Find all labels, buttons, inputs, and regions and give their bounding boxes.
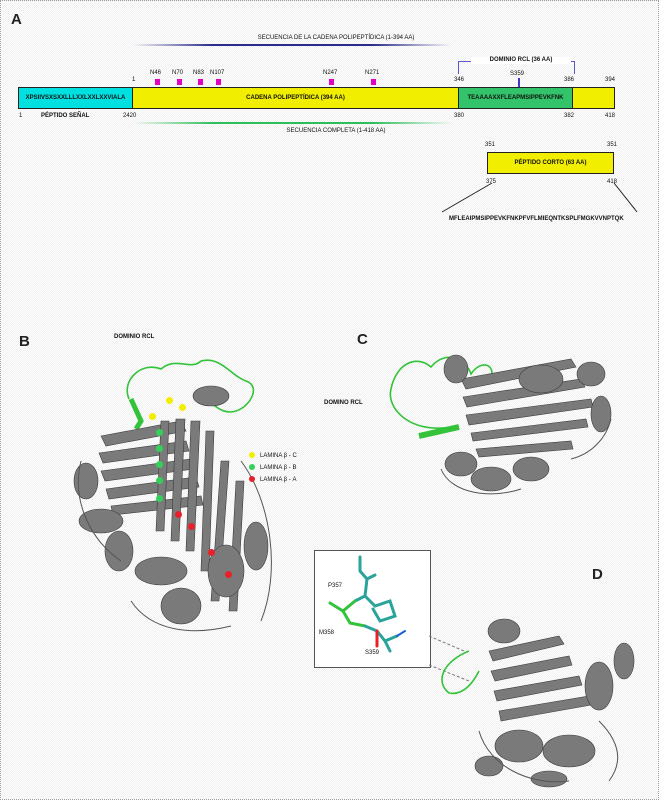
short-peptide-sequence: MFLEAIPMSIPPEVKFNKPFVFLMIEQNTKSPLFMGKVVN…	[449, 216, 624, 222]
sheet-a-residue	[225, 571, 232, 578]
pos-top-1: 1	[132, 77, 136, 83]
signal-peptide-label: PÉPTIDO SEÑAL	[41, 113, 90, 119]
panel-letter-d: D	[592, 566, 603, 583]
glyco-marker-n83	[198, 79, 203, 85]
sheet-c-residue	[166, 397, 173, 404]
glyco-label-n107: N107	[210, 70, 225, 76]
short-peptide-box: PÉPTIDO CORTO (63 AA)	[487, 152, 614, 174]
complete-sequence-footer: SECUENCIA COMPLETA (1-418 AA)	[286, 128, 386, 134]
s359-label: S359	[510, 71, 525, 77]
panel-d-protein-structure	[429, 618, 635, 788]
pos-top-346: 346	[454, 77, 465, 83]
sheet-a-residue	[188, 523, 195, 530]
sheet-c-residue	[179, 404, 186, 411]
rcl-sequence: TEAAAAXXFLEAPMSIPPEVKFNK	[467, 95, 564, 101]
residue-label-p357: P357	[328, 583, 343, 589]
glyco-marker-n247	[329, 79, 334, 85]
c-terminal-segment	[572, 87, 615, 109]
s359-marker	[518, 78, 520, 88]
polypeptide-chain-segment: CADENA POLIPEPTÍDICA (394 AA)	[132, 87, 459, 109]
sheet-b-residue	[156, 495, 163, 502]
legend-item-sheet-a: LAMINA β - A	[249, 474, 297, 486]
sheet-c-residue	[149, 413, 156, 420]
sheet-b-residue	[156, 477, 163, 484]
pos-bot-1: 1	[19, 113, 23, 119]
signal-peptide-sequence: XPSIIVSXSXXLLLXXLXXLXXVIALA	[25, 95, 126, 101]
residue-label-s359: S359	[365, 650, 380, 656]
legend-label-sheet-a: LAMINA β - A	[260, 477, 297, 483]
glyco-label-n46: N46	[150, 70, 162, 76]
pos-bot-418: 418	[605, 113, 616, 119]
short-peptide-pos-top-left: 351	[485, 142, 496, 148]
legend-swatch-sheet-b	[249, 464, 255, 471]
panel-c-rcl-title: DOMINO RCL	[324, 400, 363, 406]
sheet-b-residue	[156, 429, 163, 436]
pos-top-386: 386	[564, 77, 575, 83]
pos-bot-2420: 2420	[123, 113, 137, 119]
short-peptide-pos-bot-right: 418	[607, 179, 618, 185]
legend-swatch-sheet-c	[249, 452, 255, 459]
complete-sequence-bracket	[133, 122, 453, 124]
panel-letter-a: A	[11, 11, 22, 28]
rcl-domain-label: DOMINIO RCL (36 AA)	[471, 57, 571, 64]
glyco-marker-n46	[155, 79, 160, 85]
chain-sequence-header: SECUENCIA DE LA CADENA POLIPEPTÍDICA (1-…	[257, 35, 415, 41]
short-peptide-pos-bot-left: 375	[486, 179, 497, 185]
legend-item-sheet-c: LAMINA β - C	[249, 450, 297, 462]
legend-item-sheet-b: LAMINA β - B	[249, 462, 297, 474]
residue-label-m358: M358	[319, 630, 335, 636]
panel-b-rcl-title: DOMINIO RCL	[114, 334, 155, 340]
short-peptide-label: PÉPTIDO CORTO (63 AA)	[514, 160, 587, 166]
glyco-marker-n107	[216, 79, 221, 85]
legend-label-sheet-c: LAMINA β - C	[260, 453, 297, 459]
short-peptide-pos-top-right: 351	[607, 142, 618, 148]
sheet-b-residue	[156, 445, 163, 452]
panel-c-protein-structure	[389, 354, 612, 495]
glyco-label-n247: N247	[323, 70, 338, 76]
pos-bot-382: 382	[564, 113, 575, 119]
rcl-segment: TEAAAAXXFLEAPMSIPPEVKFNK	[458, 87, 573, 109]
glyco-marker-n271	[371, 79, 376, 85]
pos-top-394: 394	[605, 77, 616, 83]
chain-sequence-bracket	[133, 44, 451, 46]
panel-b-legend: LAMINA β - C LAMINA β - B LAMINA β - A	[249, 450, 297, 486]
panel-letter-b: B	[19, 333, 30, 350]
signal-peptide-segment: XPSIIVSXSXXLLLXXLXXLXXVIALA	[18, 87, 133, 109]
glyco-label-n83: N83	[193, 70, 205, 76]
legend-swatch-sheet-a	[249, 476, 255, 483]
sheet-a-residue	[175, 511, 182, 518]
panel-letter-c: C	[357, 331, 368, 348]
polypeptide-chain-label: CADENA POLIPEPTÍDICA (394 AA)	[246, 95, 345, 101]
sheet-a-residue	[208, 549, 215, 556]
glyco-label-n70: N70	[172, 70, 184, 76]
panel-d-residue-sticks	[328, 555, 406, 653]
legend-label-sheet-b: LAMINA β - B	[260, 465, 297, 471]
glyco-marker-n70	[177, 79, 182, 85]
panel-b-protein-structure	[73, 359, 272, 632]
panel-d-zoom-inset: P357 M358 S359	[314, 550, 431, 668]
sheet-b-residue	[156, 461, 163, 468]
pos-bot-380: 380	[454, 113, 465, 119]
glyco-label-n271: N271	[365, 70, 380, 76]
short-peptide-expansion-lines	[441, 182, 638, 213]
